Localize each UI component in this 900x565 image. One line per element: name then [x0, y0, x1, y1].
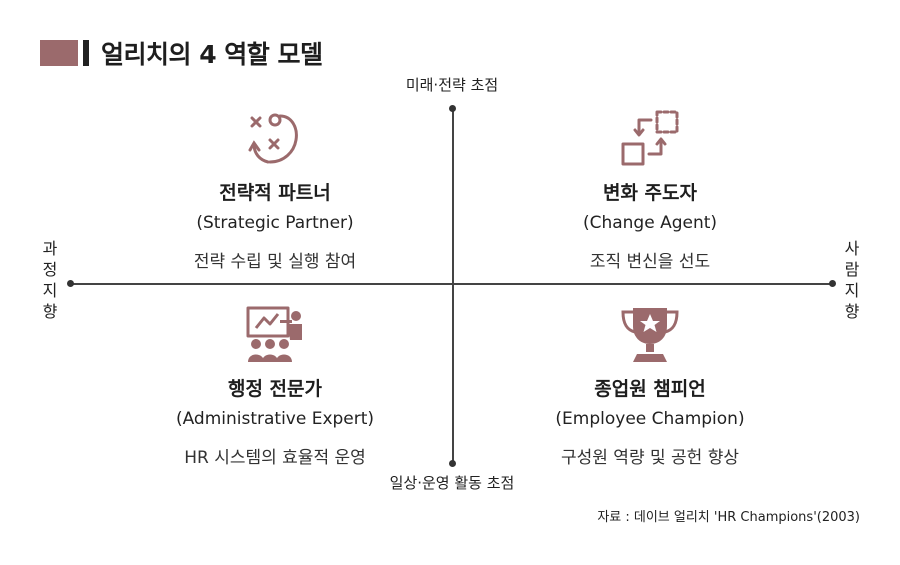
quadrant-english: (Change Agent) [582, 213, 718, 233]
axis-label-left: 과정지향 [42, 239, 58, 321]
quadrant-description: 전략 수립 및 실행 참여 [193, 252, 357, 272]
quadrant-title: 행정 전문가 [227, 378, 322, 400]
presentation-team-icon [246, 306, 302, 362]
axis-left-dot [67, 280, 74, 287]
trophy-icon [621, 308, 679, 362]
axis-label-top: 미래·전략 초점 [405, 76, 499, 94]
quadrant-employee-champion: 종업원 챔피언 (Employee Champion) 구성원 역량 및 공헌 … [490, 304, 810, 468]
page-title: 얼리치의 4 역할 모델 [101, 40, 323, 69]
quadrant-description: HR 시스템의 효율적 운영 [184, 448, 366, 468]
title-accent-block [40, 40, 78, 66]
quadrant-change-agent: 변화 주도자 (Change Agent) 조직 변신을 선도 [490, 108, 810, 272]
axis-top-dot [449, 105, 456, 112]
quadrant-english: (Employee Champion) [555, 409, 745, 429]
strategy-play-icon [248, 113, 298, 164]
quadrant-english: (Administrative Expert) [175, 409, 375, 429]
quadrant-description: 조직 변신을 선도 [589, 252, 711, 272]
horizontal-axis [70, 283, 832, 285]
axis-label-right: 사람지향 [844, 239, 860, 321]
quadrant-title: 전략적 파트너 [219, 182, 331, 204]
quadrant-administrative-expert: 행정 전문가 (Administrative Expert) HR 시스템의 효… [115, 304, 435, 468]
change-transform-icon [621, 110, 679, 166]
axis-right-dot [829, 280, 836, 287]
quadrant-strategic-partner: 전략적 파트너 (Strategic Partner) 전략 수립 및 실행 참… [115, 108, 435, 272]
quadrant-description: 구성원 역량 및 공헌 향상 [560, 448, 739, 468]
axis-bottom-dot [449, 460, 456, 467]
vertical-axis [452, 108, 454, 464]
quadrant-title: 종업원 챔피언 [594, 378, 706, 400]
page-title-group: 얼리치의 4 역할 모델 [40, 36, 323, 70]
source-caption: 자료 : 데이브 얼리치 'HR Champions'(2003) [597, 510, 860, 525]
quadrant-english: (Strategic Partner) [196, 213, 354, 233]
title-accent-bar [83, 40, 89, 66]
axis-label-bottom: 일상·운영 활동 초점 [389, 474, 515, 492]
quadrant-title: 변화 주도자 [602, 182, 697, 204]
